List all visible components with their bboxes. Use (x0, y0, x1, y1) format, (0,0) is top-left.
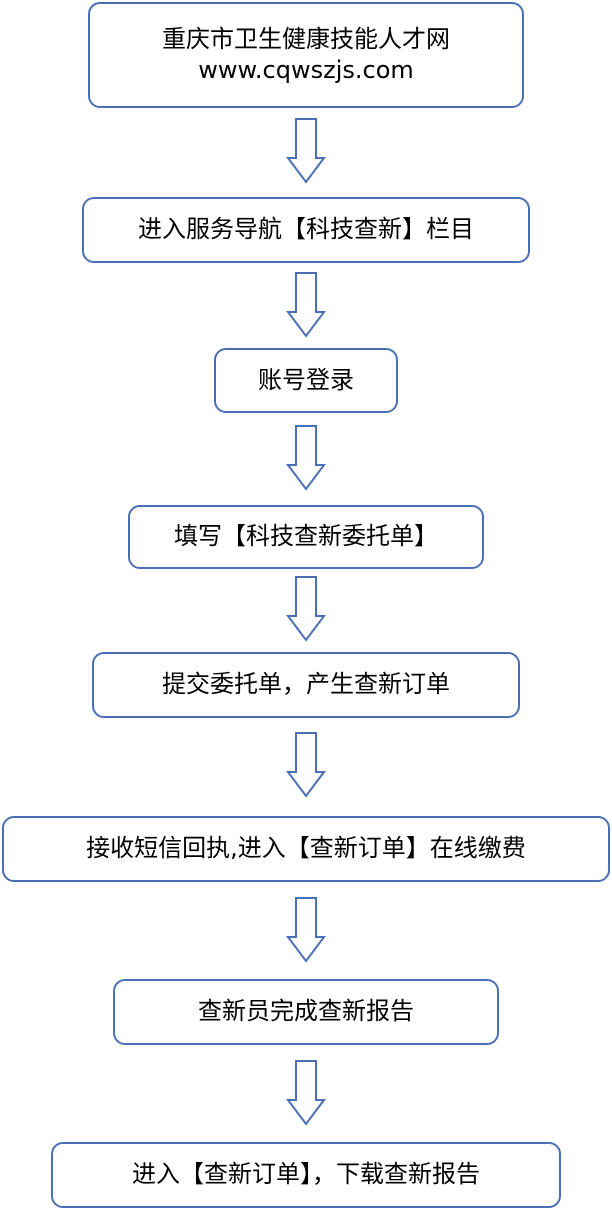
down-arrow-icon (286, 425, 326, 491)
down-arrow-icon (286, 897, 326, 963)
step-label: 填写【科技查新委托单】 (174, 522, 438, 551)
step-label: 查新员完成查新报告 (198, 997, 414, 1026)
down-arrow-icon (286, 272, 326, 338)
step-login: 账号登录 (214, 348, 398, 413)
down-arrow-icon (286, 118, 326, 184)
step-complete-report: 查新员完成查新报告 (113, 979, 499, 1045)
down-arrow-icon (286, 732, 326, 798)
step-label: 进入【查新订单】，下载查新报告 (132, 1160, 480, 1189)
step-label: 进入服务导航【科技查新】栏目 (138, 215, 474, 244)
step-submit-order: 提交委托单，产生查新订单 (92, 652, 520, 718)
down-arrow-icon (286, 1060, 326, 1126)
step-enter-navigation: 进入服务导航【科技查新】栏目 (82, 197, 530, 263)
step-label: 账号登录 (258, 365, 354, 394)
step-label: 接收短信回执,进入【查新订单】在线缴费 (86, 834, 526, 863)
down-arrow-icon (286, 576, 326, 642)
step-pay-online: 接收短信回执,进入【查新订单】在线缴费 (2, 816, 610, 882)
site-url: www.cqwszjs.com (198, 56, 414, 84)
step-fill-form: 填写【科技查新委托单】 (128, 505, 484, 569)
step-site-box: 重庆市卫生健康技能人才网 www.cqwszjs.com (88, 2, 524, 108)
step-download-report: 进入【查新订单】，下载查新报告 (51, 1142, 561, 1208)
site-name: 重庆市卫生健康技能人才网 (162, 24, 450, 53)
step-label: 提交委托单，产生查新订单 (162, 670, 450, 699)
